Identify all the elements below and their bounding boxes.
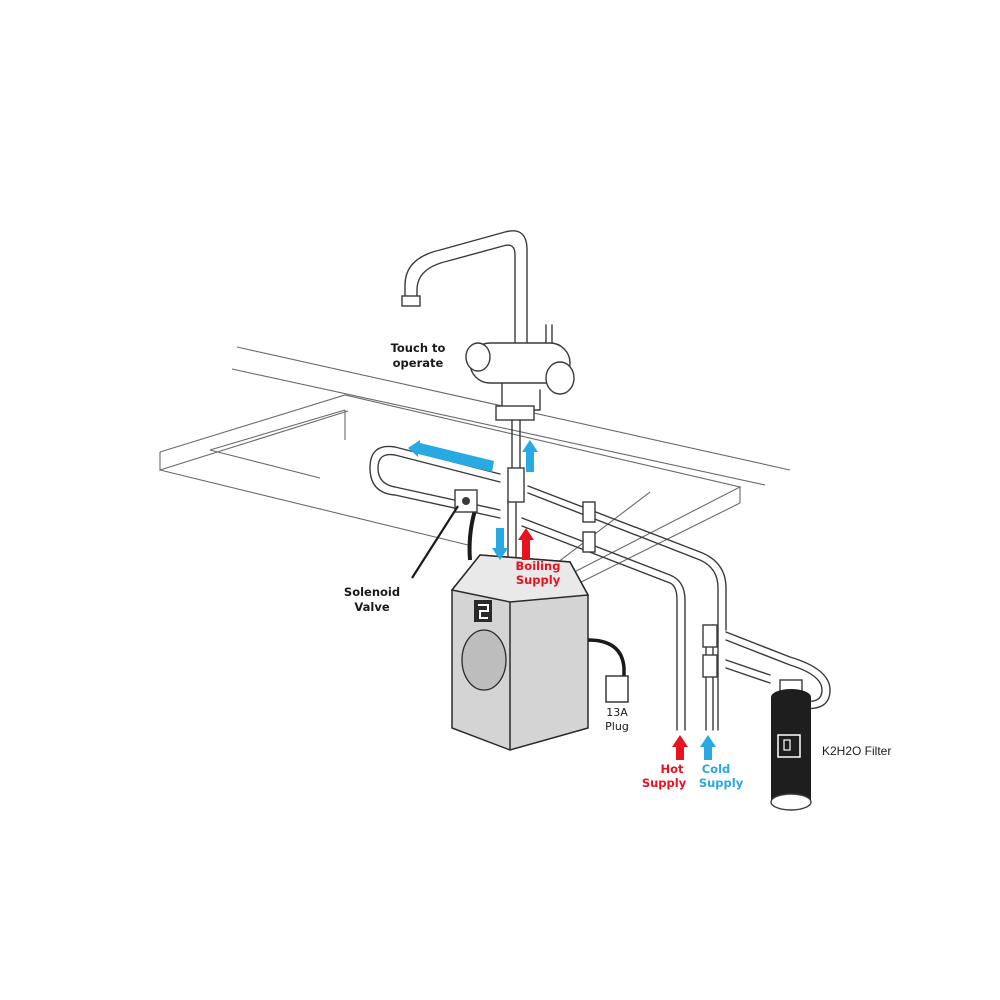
solenoid-label-line1: Solenoid [344,585,400,599]
solenoid-label-line2: Valve [354,600,389,614]
filter-label: K2H2O Filter [822,744,891,758]
plug-13a [605,675,629,703]
cold-label-line2: Supply [699,776,744,790]
touch-label-line1: Touch to [391,341,446,355]
cold-flow-arrow-down [492,528,508,560]
flow-arrows [408,440,716,760]
k2h2o-filter [770,679,812,811]
hot-label-line2: Supply [642,776,687,790]
plug-label-line2: Plug [605,720,629,733]
touch-label-line2: operate [393,356,444,370]
boiling-water-tap [401,230,575,421]
cold-label-line1: Cold [702,762,731,776]
pipework [369,419,831,731]
worktop-outline [159,346,791,601]
boiling-water-tank [450,554,626,751]
boiling-label-line2: Supply [516,573,561,587]
solenoid-valve [411,489,478,579]
cold-flow-arrow-up [522,440,538,472]
boiling-flow-arrow-up [518,528,534,560]
labels: Touch to operate Solenoid Valve Boiling … [344,341,891,790]
hot-label-line1: Hot [660,762,684,776]
cold-supply-arrow [700,735,716,760]
boiling-label-line1: Boiling [516,559,561,573]
plug-label-line1: 13A [606,706,628,719]
cold-flow-arrow-left [408,440,494,472]
hot-supply-arrow [672,735,688,760]
